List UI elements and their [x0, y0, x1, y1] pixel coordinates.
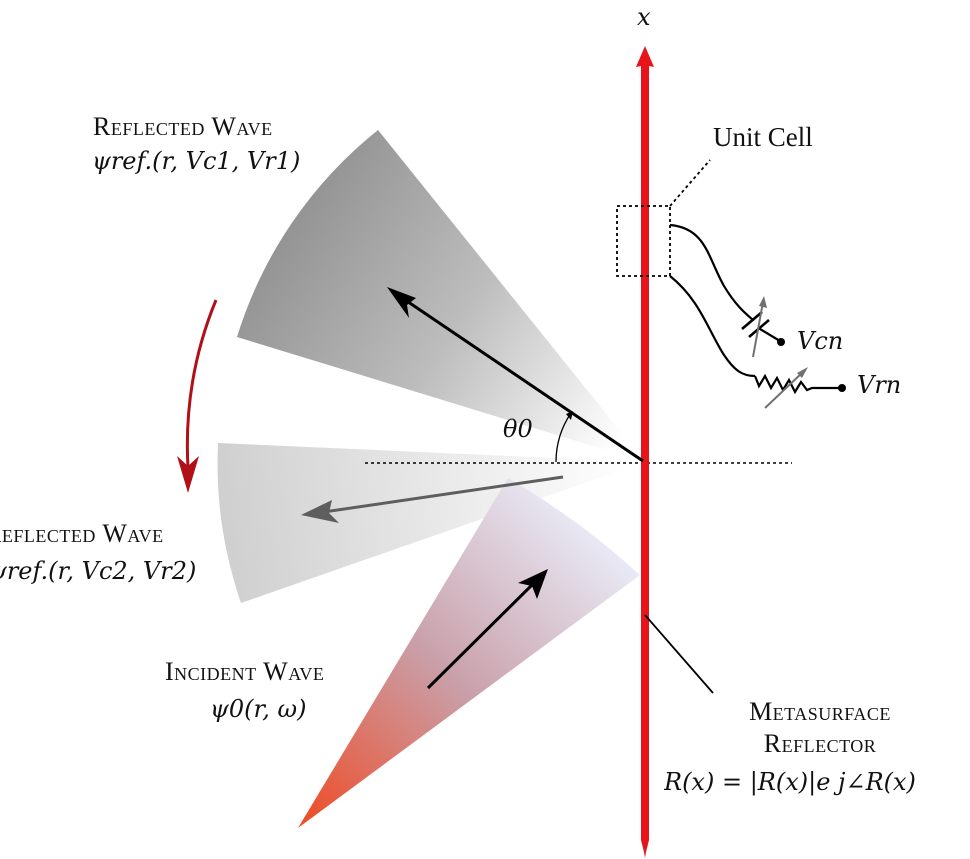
incident-beam [298, 478, 640, 828]
reflected-arrow-1 [391, 289, 644, 463]
metasurface-reflector [636, 46, 654, 858]
x-axis-label: x [637, 3, 651, 31]
capacitor-variable-arrow-head [759, 296, 767, 308]
resistor-variable-arrow-head [797, 367, 808, 378]
vc-label: Vcn [797, 327, 844, 355]
metasurface-leader [644, 614, 714, 694]
reflected-beam-1 [237, 130, 645, 462]
incident-wave-formula: ψ0(r, ω) [210, 695, 307, 723]
reflected-arrow-2-head [301, 500, 339, 523]
incident-wave-title: Incident Wave [165, 657, 325, 686]
capacitor-plate-1 [741, 311, 763, 330]
reflected-beam-2 [217, 443, 645, 603]
capacitor-wire [669, 223, 754, 321]
reflected-wave-2-title: Reflected Wave [0, 519, 164, 548]
resistor-terminal [838, 384, 846, 392]
unit-cell-leader [669, 159, 711, 207]
metasurface-title-line1: Metasurface [749, 697, 891, 726]
resistor-zigzag [753, 373, 840, 395]
capacitor-lead [759, 328, 781, 342]
unit-cell-label: Unit Cell [713, 122, 813, 152]
resistor-variable-arrow [764, 371, 804, 409]
angle-arc-head [566, 411, 573, 420]
incident-arrow [426, 575, 542, 690]
reflected-wave-1-title: Reflected Wave [93, 112, 273, 141]
metasurface-title-line2: Reflector [763, 729, 877, 758]
theta-label: θ0 [503, 415, 533, 443]
reflected-arrow-2 [309, 475, 564, 516]
resistor-wire [669, 275, 756, 378]
reflected-wave-2-formula: ψref.(r, Vc2, Vr2) [0, 557, 197, 585]
metasurface-formula: R(x) = |R(x)|e j∠R(x) [664, 768, 916, 796]
rotation-arrow-head [177, 456, 199, 493]
incident-arrow-head [518, 569, 548, 599]
unit-cell-box [616, 205, 671, 277]
reflected-wave-1-formula: ψref.(r, Vc1, Vr1) [92, 147, 301, 175]
capacitor-terminal [777, 338, 785, 346]
reflected-arrow-1-head [387, 287, 416, 318]
capacitor-variable-arrow [752, 301, 764, 358]
rotation-arrow [185, 299, 218, 469]
vr-label: Vrn [857, 371, 902, 399]
